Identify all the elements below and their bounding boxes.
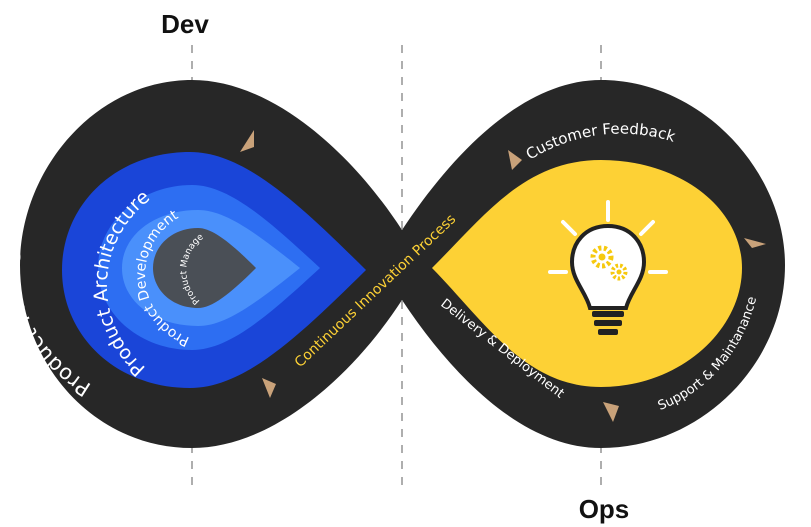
direction-arrows: [240, 130, 766, 422]
chevron-arrow-icon: [744, 238, 766, 248]
chevron-arrow-icon: [508, 150, 522, 170]
chevron-arrow-icon: [603, 402, 619, 422]
lightbulb-gears-icon: [548, 200, 668, 335]
core-drop: [153, 228, 256, 308]
ops-heading: Ops: [579, 494, 630, 524]
dev-heading: Dev: [161, 9, 209, 39]
chevron-arrow-icon: [262, 378, 276, 398]
chevron-arrow-icon: [240, 130, 254, 152]
